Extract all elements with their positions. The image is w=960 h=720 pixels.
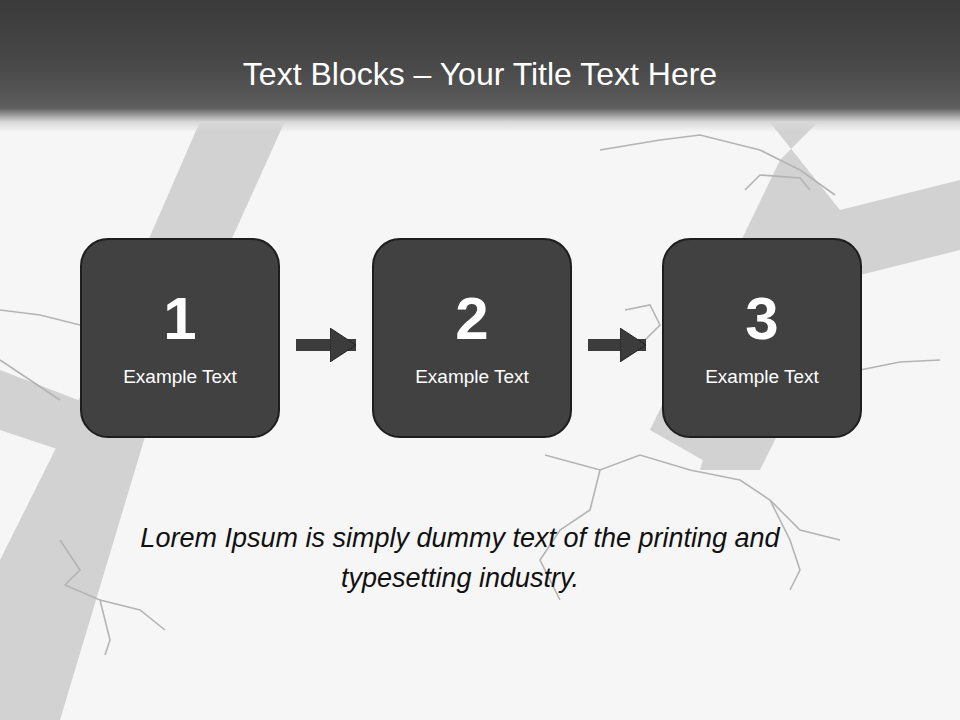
road-band <box>0 110 290 720</box>
step-box: 1Example Text <box>80 238 280 438</box>
step-number: 3 <box>745 287 778 351</box>
caption-text: Lorem Ipsum is simply dummy text of the … <box>100 518 820 598</box>
step-box: 2Example Text <box>372 238 572 438</box>
step-number: 2 <box>455 287 488 351</box>
block-arrow <box>588 339 646 351</box>
step-label: Example Text <box>415 365 529 389</box>
block-arrow <box>296 339 356 351</box>
crack <box>745 175 810 190</box>
crack <box>0 360 60 400</box>
crack <box>625 305 660 340</box>
step-number: 1 <box>163 287 196 351</box>
crack <box>860 360 940 370</box>
step-label: Example Text <box>705 365 819 389</box>
crack <box>100 600 165 630</box>
crack-lines <box>0 135 940 655</box>
step-label: Example Text <box>123 365 237 389</box>
slide-title: Text Blocks – Your Title Text Here <box>0 54 960 94</box>
step-box: 3Example Text <box>662 238 862 438</box>
crack <box>600 135 835 195</box>
crack <box>60 540 110 655</box>
road-band <box>650 110 960 470</box>
